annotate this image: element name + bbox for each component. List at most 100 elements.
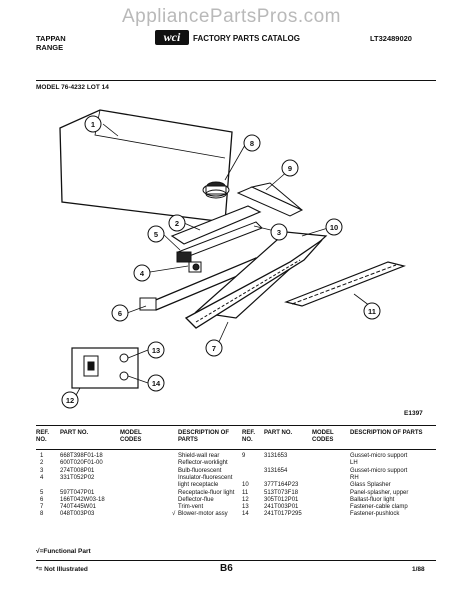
desc-cell: Gusset-micro support: [350, 467, 408, 474]
svg-text:12: 12: [66, 396, 74, 405]
svg-text:4: 4: [140, 269, 145, 278]
svg-text:10: 10: [330, 223, 338, 232]
product-type: RANGE: [36, 43, 64, 52]
callout-11: 11: [363, 302, 381, 320]
col-model-codes: MODEL CODES: [120, 430, 142, 443]
ref-cell: 9: [242, 453, 246, 459]
part-cell: 513T073F18: [264, 489, 299, 496]
parts-table-right: 9 3131653 Gusset-micro support LH 313165…: [242, 453, 438, 523]
svg-text:14: 14: [152, 379, 161, 388]
table-row: 3 274T008P01 Bulb-fluorescent: [36, 468, 241, 475]
upper-panel-part: [284, 261, 406, 307]
footer-rule: [36, 560, 436, 561]
desc-cell: Shield-wall rear: [178, 453, 220, 459]
table-header-rule: [36, 449, 436, 450]
part-cell: 3131654: [264, 467, 288, 474]
table-row: 13 241T003P01 Fastener-cable clamp: [242, 504, 438, 511]
svg-text:5: 5: [154, 230, 158, 239]
table-row: 3131654 Gusset-micro support: [242, 468, 438, 475]
table-row: RH: [242, 475, 438, 482]
part-cell: 3131653: [264, 453, 288, 459]
blower-motor-part: [202, 181, 230, 199]
callout-7: 7: [205, 339, 223, 357]
part-cell: 377T164P23: [264, 482, 299, 489]
table-row: 12 305T012P01 Ballast-fluor light: [242, 497, 438, 504]
svg-text:3: 3: [277, 228, 281, 237]
ref-cell: 12: [242, 496, 249, 503]
part-cell: 740T445W01: [60, 504, 97, 511]
ref-cell: 6: [40, 496, 44, 503]
catalog-date: 1/88: [412, 566, 425, 573]
part-cell: 331T052P02: [60, 474, 95, 481]
parts-table-left: 1 668T398F01-18 Shield-wall rear 2 600T0…: [36, 453, 241, 523]
desc-cell: Gusset-micro support: [350, 453, 408, 459]
desc-cell: Bulb-fluorescent: [178, 467, 222, 474]
svg-text:8: 8: [250, 139, 254, 148]
ref-cell: 4: [40, 474, 44, 481]
model-cell: √: [172, 511, 176, 518]
table-row: 1 668T398F01-18 Shield-wall rear: [36, 453, 241, 460]
functional-part-note: √=Functional Part: [36, 548, 91, 555]
desc-cell: Receptacle-fluor light: [178, 489, 235, 496]
callout-5: 5: [147, 225, 165, 243]
desc-cell: Trim-vent: [178, 504, 204, 511]
part-cell: 274T008P01: [60, 467, 95, 474]
svg-text:9: 9: [288, 164, 292, 173]
svg-text:13: 13: [152, 346, 160, 355]
leader-lines: [74, 123, 371, 398]
desc-cell: Fastener-cable clamp: [350, 504, 408, 511]
desc-cell: Insulator-fluorescent: [178, 474, 233, 481]
exploded-parts-diagram: 1 2 3 4 5 6 7 8 9 10 11 12 13 14 E1397: [59, 109, 423, 417]
callout-1: 1: [84, 115, 102, 133]
desc-cell: LH: [350, 460, 358, 467]
col-description: DESCRIPTION OF PARTS: [178, 430, 230, 443]
doc-number: LT32489020: [370, 34, 412, 43]
receptacle-part: [176, 251, 202, 273]
table-row: 8 048T003P03 √ Blower-motor assy: [36, 511, 241, 518]
ref-cell: 11: [242, 489, 249, 496]
page-number: B6: [220, 563, 233, 574]
table-row: 6 166T042W03-18 Deflector-flue: [36, 497, 241, 504]
model-line: MODEL 76-4232 LOT 14: [36, 84, 109, 91]
part-cell: 241T017P295: [264, 511, 302, 518]
part-cell: 305T012P01: [264, 496, 299, 503]
desc-cell: Ballast-fluor light: [350, 496, 395, 503]
catalog-title: FACTORY PARTS CATALOG: [193, 34, 300, 43]
col-ref-no: REF. NO.: [36, 430, 50, 443]
svg-text:6: 6: [118, 309, 122, 318]
brand-name: TAPPAN: [36, 34, 66, 43]
col-description-right: DESCRIPTION OF PARTS: [350, 430, 423, 436]
callout-9: 9: [281, 159, 299, 177]
gusset-part: [236, 182, 304, 217]
ref-cell: 2: [40, 460, 44, 467]
callout-4: 4: [133, 264, 151, 282]
logo-text: wci: [163, 30, 181, 44]
desc-cell: light receptacle: [178, 482, 219, 489]
reflector-part: [170, 205, 262, 245]
col-part-no: PART NO.: [60, 430, 89, 436]
table-row: light receptacle: [36, 482, 241, 489]
header-rule: [36, 80, 436, 81]
ref-cell: 3: [40, 467, 44, 474]
table-row: 14 241T017P295 Fastener-pushlock: [242, 511, 438, 518]
wci-logo: wci: [155, 30, 189, 45]
ref-cell: 5: [40, 489, 44, 496]
part-cell: 668T398F01-18: [60, 453, 103, 459]
part-cell: 600T020F01-00: [60, 460, 103, 467]
desc-cell: Blower-motor assy: [178, 511, 228, 518]
desc-cell: Deflector-flue: [178, 496, 214, 503]
table-row: 11 513T073F18 Panel-splasher, upper: [242, 490, 438, 497]
figure-code: E1397: [404, 410, 423, 417]
svg-text:11: 11: [368, 307, 376, 316]
not-illustrated-note: *= Not Illustrated: [36, 566, 88, 573]
callout-2: 2: [168, 214, 186, 232]
table-row: LH: [242, 460, 438, 467]
table-row: 9 3131653 Gusset-micro support: [242, 453, 438, 460]
ref-cell: 10: [242, 482, 249, 489]
table-row: 10 377T164P23 Glass Splasher: [242, 482, 438, 489]
svg-text:7: 7: [212, 344, 216, 353]
desc-cell: RH: [350, 474, 359, 481]
brand-block: TAPPAN RANGE: [36, 34, 66, 52]
callout-13: 13: [147, 341, 165, 359]
ref-cell: 8: [40, 511, 44, 518]
